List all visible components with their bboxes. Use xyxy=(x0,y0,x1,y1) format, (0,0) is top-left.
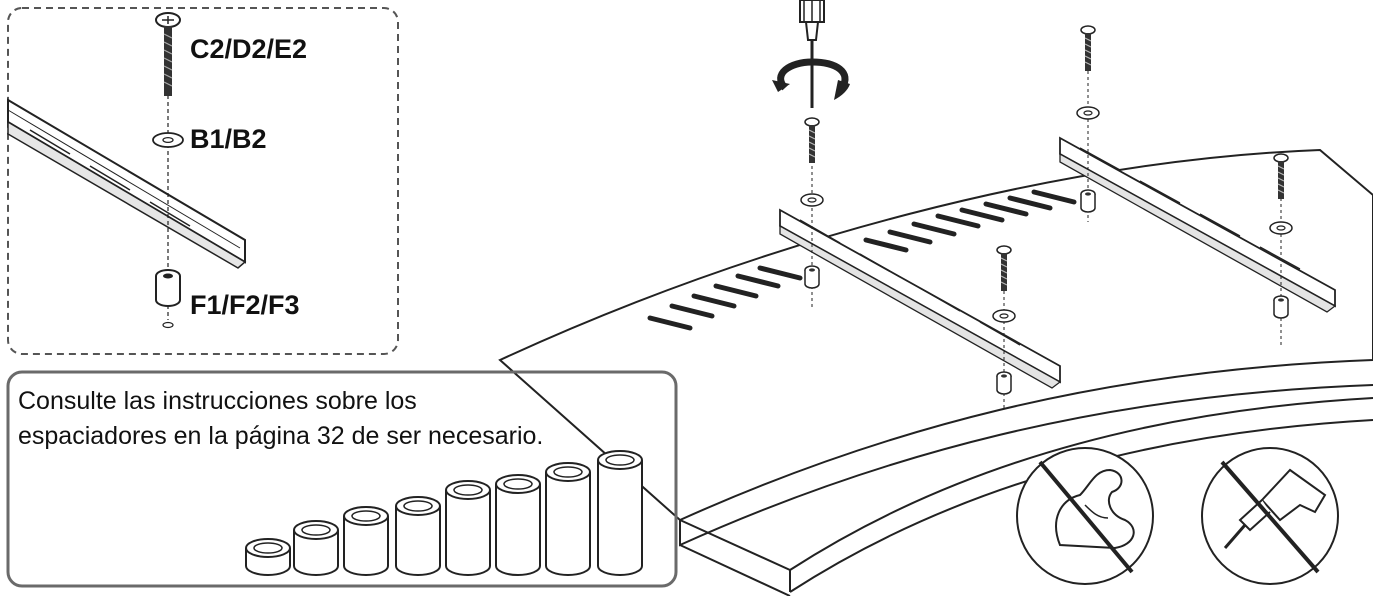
screw-part-label: C2/D2/E2 xyxy=(190,34,308,64)
screwdriver-icon xyxy=(799,0,825,108)
screw-assembly-1 xyxy=(800,117,824,310)
screw-detail-icon xyxy=(155,12,181,96)
screw-assembly-3 xyxy=(1076,25,1100,222)
spacer-size-3 xyxy=(343,506,389,576)
spacer-collection xyxy=(245,450,643,576)
screw-assembly-2 xyxy=(992,245,1016,410)
no-power-drill-icon xyxy=(1201,447,1339,585)
spacer-size-6 xyxy=(495,474,541,576)
spacer-size-4 xyxy=(395,496,441,576)
spacer-size-7 xyxy=(545,462,591,576)
spacer-size-5 xyxy=(445,480,491,576)
washer-detail-icon xyxy=(152,132,184,148)
spacer-size-1 xyxy=(245,538,291,576)
note-box xyxy=(6,370,678,588)
spacer-note: Consulte las instrucciones sobre los esp… xyxy=(18,384,678,454)
spacer-part-label: F1/F2/F3 xyxy=(190,290,300,320)
no-excessive-force-icon xyxy=(1016,447,1154,585)
spacer-size-2 xyxy=(293,520,339,576)
right-mount-rail xyxy=(1059,136,1337,313)
detail-inset xyxy=(7,7,399,355)
spacer-note-line-2: espaciadores en la página 32 de ser nece… xyxy=(18,422,544,450)
spacer-note-line-1: Consulte las instrucciones sobre los xyxy=(18,387,417,415)
rotate-clockwise-icon xyxy=(772,58,850,100)
washer-part-label: B1/B2 xyxy=(190,124,267,154)
left-mount-rail xyxy=(779,208,1062,389)
spacer-size-8 xyxy=(597,450,643,576)
spacer-detail-icon xyxy=(155,269,181,329)
screw-assembly-4 xyxy=(1269,153,1293,348)
